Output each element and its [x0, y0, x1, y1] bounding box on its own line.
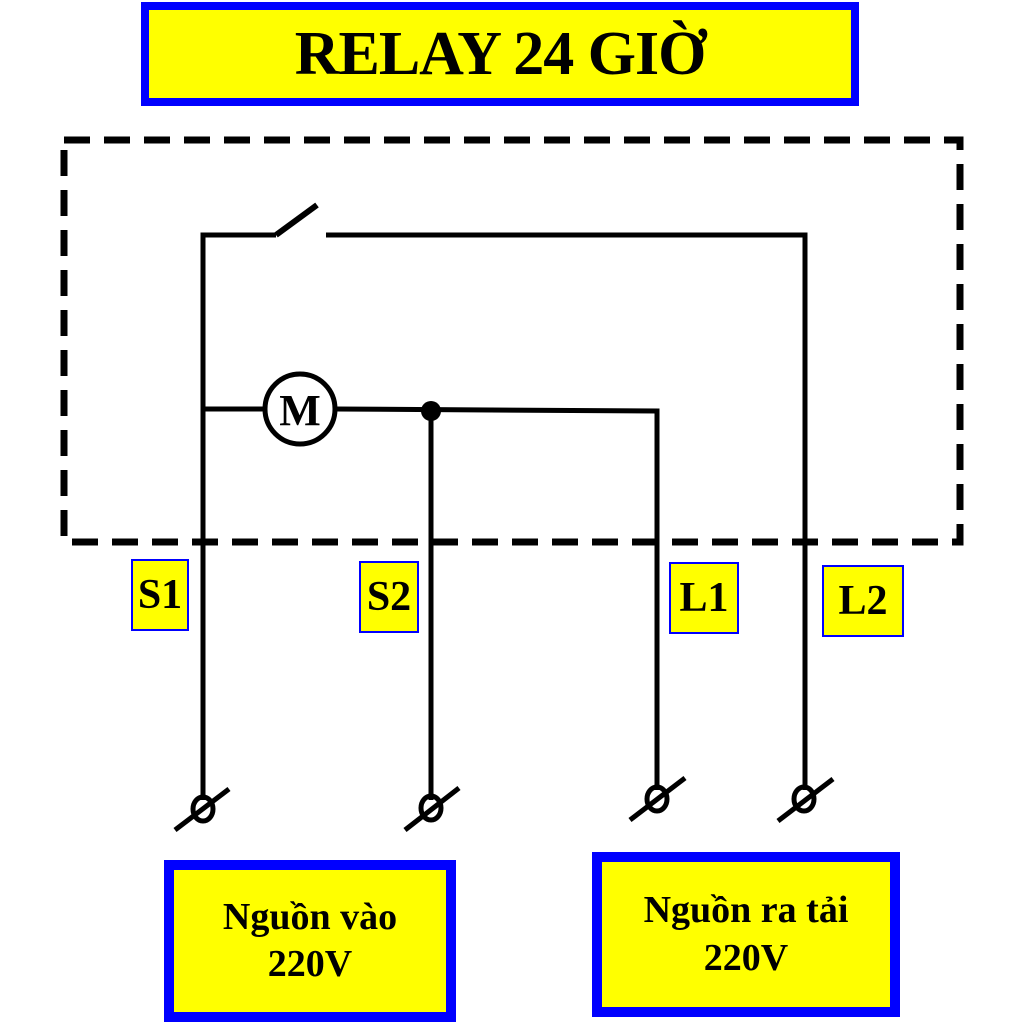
terminal-s2-icon[interactable] [403, 786, 461, 832]
terminal-label-text: S1 [137, 572, 183, 618]
title-banner: RELAY 24 GIỜ [141, 2, 859, 106]
switch-contact-icon [274, 202, 319, 238]
wire-motor-to-l1 [335, 406, 660, 790]
output-load-line1: Nguồn ra tải [643, 889, 849, 931]
terminal-label-text: L2 [838, 578, 888, 624]
title-text: RELAY 24 GIỜ [294, 19, 707, 88]
wire-switch-to-l2 [326, 232, 808, 790]
output-load-box: Nguồn ra tải 220V [592, 852, 900, 1017]
input-source-box: Nguồn vào 220V [164, 860, 456, 1022]
terminal-label-s1: S1 [131, 559, 189, 631]
input-source-line1: Nguồn vào [222, 895, 398, 938]
output-load-voltage: 220V [703, 936, 789, 979]
terminal-label-s2: S2 [359, 561, 419, 633]
relay-enclosure-dashed-border [60, 136, 964, 546]
terminal-label-text: S2 [366, 574, 412, 620]
motor-symbol: M [279, 386, 321, 435]
terminal-l1-icon[interactable] [628, 776, 687, 822]
wire-s1-to-switch [200, 232, 276, 800]
input-source-voltage: 220V [267, 943, 353, 985]
terminal-label-l2: L2 [822, 565, 904, 637]
terminal-label-l1: L1 [669, 562, 739, 634]
terminal-s1-icon[interactable] [173, 787, 231, 832]
motor-icon [262, 371, 338, 447]
terminal-l2-icon[interactable] [776, 777, 835, 823]
terminal-label-text: L1 [679, 575, 729, 621]
